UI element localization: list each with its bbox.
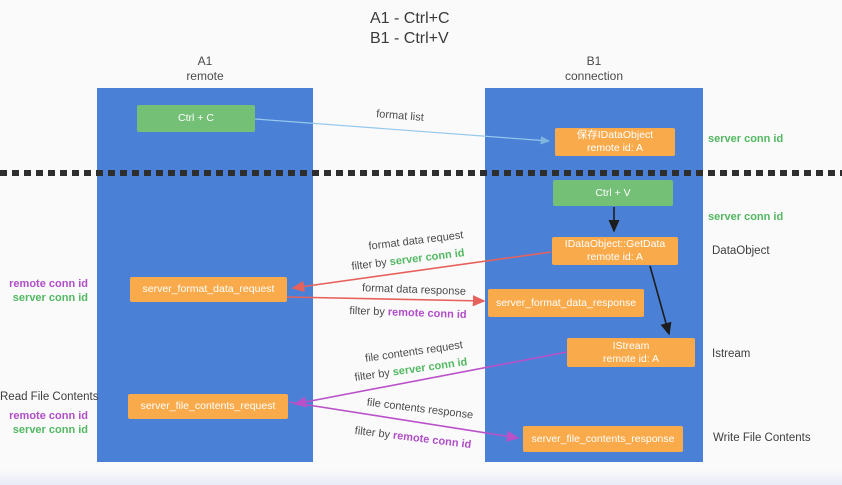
session-divider-dotted-line (0, 170, 842, 176)
lane-a1-subtitle: remote (186, 69, 224, 83)
arrow-format-data-response (286, 295, 486, 307)
node-ctrl-c: Ctrl + C (137, 105, 255, 132)
node-server-format-data-response-label: server_format_data_response (495, 296, 637, 309)
node-ctrl-v-label: Ctrl + V (595, 186, 631, 199)
lane-header-b1: B1 connection (514, 54, 674, 84)
node-server-file-contents-response-label: server_file_contents_response (531, 432, 675, 445)
node-server-file-contents-request-label: server_file_contents_request (140, 400, 276, 412)
lane-header-a1: A1 remote (125, 54, 285, 84)
lane-b1-name: B1 (586, 54, 602, 68)
node-istream-line1: IStream (612, 339, 650, 352)
lane-a1-name: A1 (197, 54, 213, 68)
remote-conn-id-text: remote conn id (392, 429, 472, 452)
node-ctrl-v: Ctrl + V (553, 180, 673, 206)
annotation-dataobject: DataObject (712, 245, 770, 257)
node-idataobject-getdata-line1: IDataObject::GetData (564, 238, 666, 250)
annotation-istream: Istream (712, 348, 751, 360)
filter-by-prefix: filter by (354, 424, 391, 442)
annotation-remote-conn-id-2: remote conn id (9, 410, 88, 422)
node-server-format-data-response: server_format_data_response (488, 289, 644, 317)
annotation-remote-conn-id-1: remote conn id (9, 278, 88, 290)
annotation-server-conn-id-2: server conn id (12, 424, 88, 436)
lane-b1-subtitle: connection (564, 69, 624, 83)
annotation-server-conn-id-top: server conn id (708, 133, 784, 145)
annotation-read-file-contents: Read File Contents (0, 391, 99, 403)
node-server-file-contents-request: server_file_contents_request (128, 394, 288, 419)
node-istream: IStream remote id: A (567, 338, 695, 367)
edge-label-file-contents-response: file contents response (366, 396, 474, 422)
title-line-2: B1 - Ctrl+V (370, 30, 449, 47)
title-line-1: A1 - Ctrl+C (370, 10, 450, 27)
node-save-idataobject: 保存IDataObject remote id: A (555, 128, 675, 156)
node-idataobject-getdata-line2: remote id: A (586, 251, 644, 263)
edge-label-format-data-response: format data response (361, 282, 467, 298)
filter-by-prefix: filter by (350, 256, 388, 273)
bottom-fade (0, 469, 842, 485)
server-conn-id-text: server conn id (389, 247, 466, 269)
node-server-file-contents-response: server_file_contents_response (523, 426, 683, 452)
node-idataobject-getdata: IDataObject::GetData remote id: A (552, 237, 678, 265)
node-save-idataobject-line1: 保存IDataObject (576, 129, 654, 141)
edge-label-format-list: format list (375, 108, 425, 124)
annotation-server-conn-id-1: server conn id (12, 292, 88, 304)
node-server-format-data-request-label: server_format_data_request (142, 283, 275, 295)
filter-by-prefix: filter by (349, 304, 386, 319)
diagram-title: A1 - Ctrl+C B1 - Ctrl+V (370, 9, 450, 49)
annotation-write-file-contents: Write File Contents (713, 432, 811, 444)
node-ctrl-c-label: Ctrl + C (178, 112, 214, 124)
node-istream-line2: remote id: A (602, 352, 660, 365)
node-save-idataobject-line2: remote id: A (586, 142, 644, 154)
filter-by-prefix: filter by (353, 367, 391, 384)
remote-conn-id-text: remote conn id (387, 306, 467, 322)
node-server-format-data-request: server_format_data_request (130, 277, 287, 302)
annotation-server-conn-id-mid: server conn id (708, 211, 784, 223)
